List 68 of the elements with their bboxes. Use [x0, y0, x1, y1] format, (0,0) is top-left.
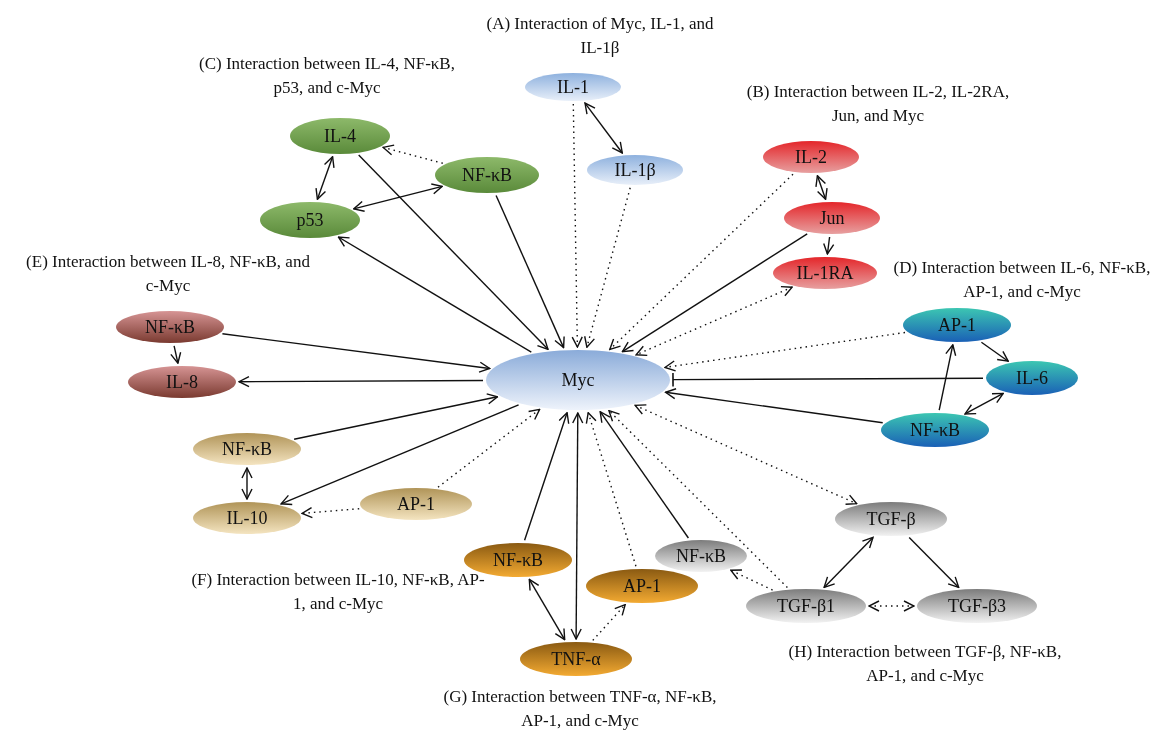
arrow — [664, 388, 884, 424]
arrow — [584, 102, 623, 154]
protein-ellipse: NF-κB — [193, 433, 301, 465]
dotted-arrow — [592, 603, 626, 642]
arrow — [221, 333, 491, 373]
arrow — [238, 375, 484, 388]
dotted-arrow — [664, 331, 906, 372]
arrow — [938, 344, 957, 411]
caption-text: (H) Interaction between TGF-β, NF-κB, AP-1, and c-Myc — [787, 641, 1063, 687]
arrow — [980, 341, 1009, 362]
arrow — [815, 175, 828, 200]
arrow — [523, 412, 570, 541]
protein-ellipse: p53 — [260, 202, 360, 238]
protein-ellipse: IL-8 — [128, 366, 236, 398]
arrow — [621, 233, 808, 353]
protein-ellipse: IL-6 — [986, 361, 1078, 395]
protein-ellipse: NF-κB — [116, 311, 224, 343]
protein-ellipse: Jun — [784, 202, 880, 234]
dotted-arrow — [571, 103, 583, 348]
protein-ellipse: IL-4 — [290, 118, 390, 154]
caption-text: (C) Interaction between IL-4, NF-κB, p53, and c-Myc — [198, 53, 456, 99]
dotted-arrow — [584, 187, 631, 348]
caption-text: (E) Interaction between IL-8, NF-κB, and c-Myc — [25, 251, 311, 297]
protein-ellipse: TNF-α — [520, 642, 632, 676]
dotted-arrow — [609, 173, 794, 351]
arrow — [315, 156, 335, 200]
dotted-arrow — [382, 144, 444, 164]
caption-text: (G) Interaction between TNF-α, NF-κB, AP-1, and c-Myc — [442, 686, 718, 732]
arrow — [823, 536, 874, 589]
arrow — [358, 154, 549, 350]
caption-text: (D) Interaction between IL-6, NF-κB, AP-1, and c-Myc — [892, 257, 1152, 303]
dotted-arrow — [634, 404, 858, 505]
protein-ellipse: TGF-β — [835, 502, 947, 536]
arrow — [908, 536, 960, 589]
protein-ellipse: IL-1 — [525, 73, 621, 101]
arrow — [337, 236, 532, 353]
protein-ellipse: TGF-β3 — [917, 589, 1037, 623]
arrow — [170, 345, 182, 364]
arrow — [599, 411, 690, 539]
protein-ellipse: IL-2 — [763, 141, 859, 173]
protein-ellipse: IL-1β — [587, 155, 683, 185]
protein-ellipse: NF-κB — [881, 413, 989, 447]
dotted-arrow — [437, 408, 541, 488]
dotted-arrow — [301, 506, 360, 519]
dotted-arrow — [868, 600, 915, 612]
arrow — [353, 183, 443, 212]
arrow — [280, 404, 520, 506]
arrow — [964, 392, 1004, 415]
protein-ellipse: AP-1 — [903, 308, 1011, 342]
protein-ellipse: NF-κB — [655, 540, 747, 572]
arrow — [528, 578, 566, 641]
protein-ellipse: NF-κB — [435, 157, 539, 193]
protein-ellipse: TGF-β1 — [746, 589, 866, 623]
protein-ellipse: AP-1 — [586, 569, 698, 603]
arrow — [293, 393, 499, 440]
dotted-arrow — [730, 569, 774, 591]
arrow — [823, 236, 835, 255]
protein-ellipse: IL-10 — [193, 502, 301, 534]
protein-ellipse: Myc — [486, 350, 670, 410]
arrow — [570, 412, 584, 640]
caption-text: (A) Interaction of Myc, IL-1, and IL-1β — [485, 13, 715, 59]
dotted-arrow — [585, 412, 637, 567]
protein-ellipse: IL-1RA — [773, 257, 877, 289]
protein-ellipse: AP-1 — [360, 488, 472, 520]
dotted-arrow — [608, 409, 789, 589]
caption-text: (B) Interaction between IL-2, IL-2RA, Jun, and Myc — [745, 81, 1011, 127]
dotted-arrow — [635, 285, 793, 357]
arrow — [495, 194, 565, 349]
